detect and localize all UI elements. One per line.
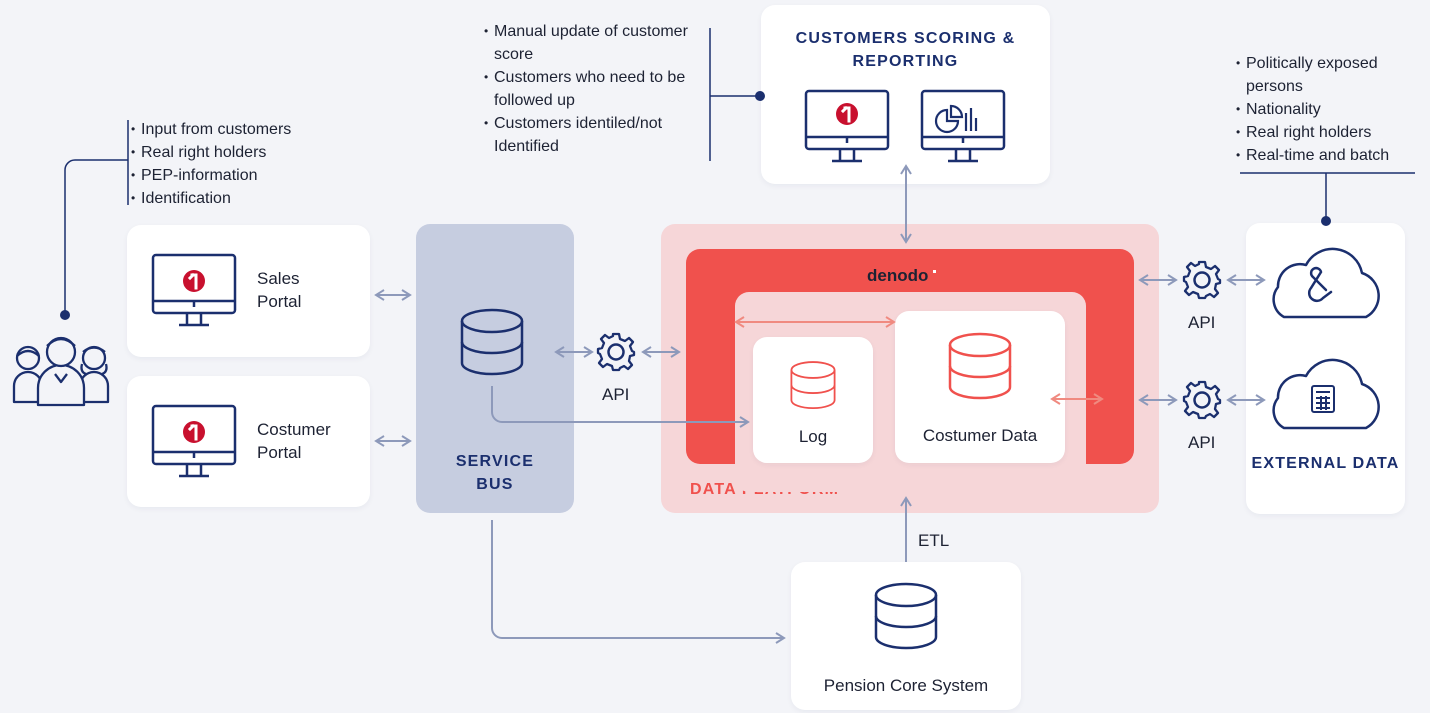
api-label-top: API: [1188, 313, 1216, 332]
brand-logo-icon: [181, 419, 207, 445]
api-label-bottom: API: [1188, 433, 1216, 452]
external-data-card: EXTERNAL DATA: [1246, 223, 1405, 514]
sales-portal-card[interactable]: Sales Portal: [127, 225, 370, 357]
external-note: Real-time and batch: [1236, 144, 1426, 167]
api-gear-icon: [1182, 260, 1222, 300]
customer-data-database-icon: [948, 332, 1012, 400]
brand-logo-icon: [834, 101, 860, 127]
log-card: Log: [753, 337, 873, 463]
external-data-title: EXTERNAL DATA: [1251, 455, 1400, 472]
customer-portal-label: Costumer Portal: [257, 420, 331, 462]
denodo-logo-text: denodo: [867, 266, 929, 285]
sales-portal-label: Sales Portal: [257, 269, 302, 311]
input-note: PEP-information: [131, 164, 361, 187]
scoring-note: Manual update of customer score: [484, 20, 714, 66]
pension-core-card: Pension Core System: [791, 562, 1021, 710]
report-monitor-icon: [920, 89, 1006, 163]
pension-core-label: Pension Core System: [823, 676, 989, 695]
api-gear-icon: [1182, 380, 1222, 420]
scoring-notes-list: Manual update of customer score Customer…: [484, 20, 714, 158]
input-note: Input from customers: [131, 118, 361, 141]
scoring-note: Customers identiled/not Identified: [484, 112, 714, 158]
customers-scoring-card: CUSTOMERS SCORING & REPORTING: [761, 5, 1050, 184]
calculator-icon: [1311, 385, 1335, 413]
leader-dot: [60, 310, 70, 320]
service-bus-title: SERVICE BUS: [455, 453, 535, 493]
customers-scoring-title: CUSTOMERS SCORING & REPORTING: [795, 30, 1016, 70]
service-bus-panel: SERVICE BUS: [416, 224, 574, 513]
cloud-icon: [1272, 247, 1380, 319]
log-label: Log: [798, 427, 828, 446]
leader-lines: [64, 28, 1415, 315]
internal-arrows: [734, 316, 1104, 405]
customer-data-label: Costumer Data: [922, 426, 1038, 445]
denodo-logo: denodo: [867, 266, 941, 286]
service-bus-database-icon: [460, 308, 524, 376]
api-label-bus: API: [602, 385, 630, 404]
chart-report-icon: [934, 104, 978, 134]
external-note: Politically exposed persons: [1236, 52, 1426, 98]
leader-dot: [1321, 216, 1331, 226]
external-note: Real right holders: [1236, 121, 1426, 144]
scoring-note: Customers who need to be followed up: [484, 66, 714, 112]
input-notes-list: Input from customers Real right holders …: [131, 118, 361, 210]
denodo-logo-dots: [929, 266, 941, 277]
log-database-icon: [790, 361, 836, 410]
connector-arrows: [374, 164, 1266, 644]
input-note: Identification: [131, 187, 361, 210]
input-note: Real right holders: [131, 141, 361, 164]
customer-data-card: Costumer Data: [895, 311, 1065, 463]
external-note: Nationality: [1236, 98, 1426, 121]
scoring-monitor-icon: [804, 89, 890, 163]
api-gear-icon: [596, 332, 636, 372]
users-group-icon: [12, 336, 110, 407]
brand-logo-icon: [181, 268, 207, 294]
customer-portal-card[interactable]: Costumer Portal: [127, 376, 370, 507]
cloud-icon: [1272, 358, 1380, 430]
pension-database-icon: [874, 582, 938, 650]
ampersand-link-icon: [1307, 266, 1333, 303]
external-notes-list: Politically exposed persons Nationality …: [1236, 52, 1426, 167]
leader-dot: [755, 91, 765, 101]
etl-label: ETL: [918, 531, 950, 550]
